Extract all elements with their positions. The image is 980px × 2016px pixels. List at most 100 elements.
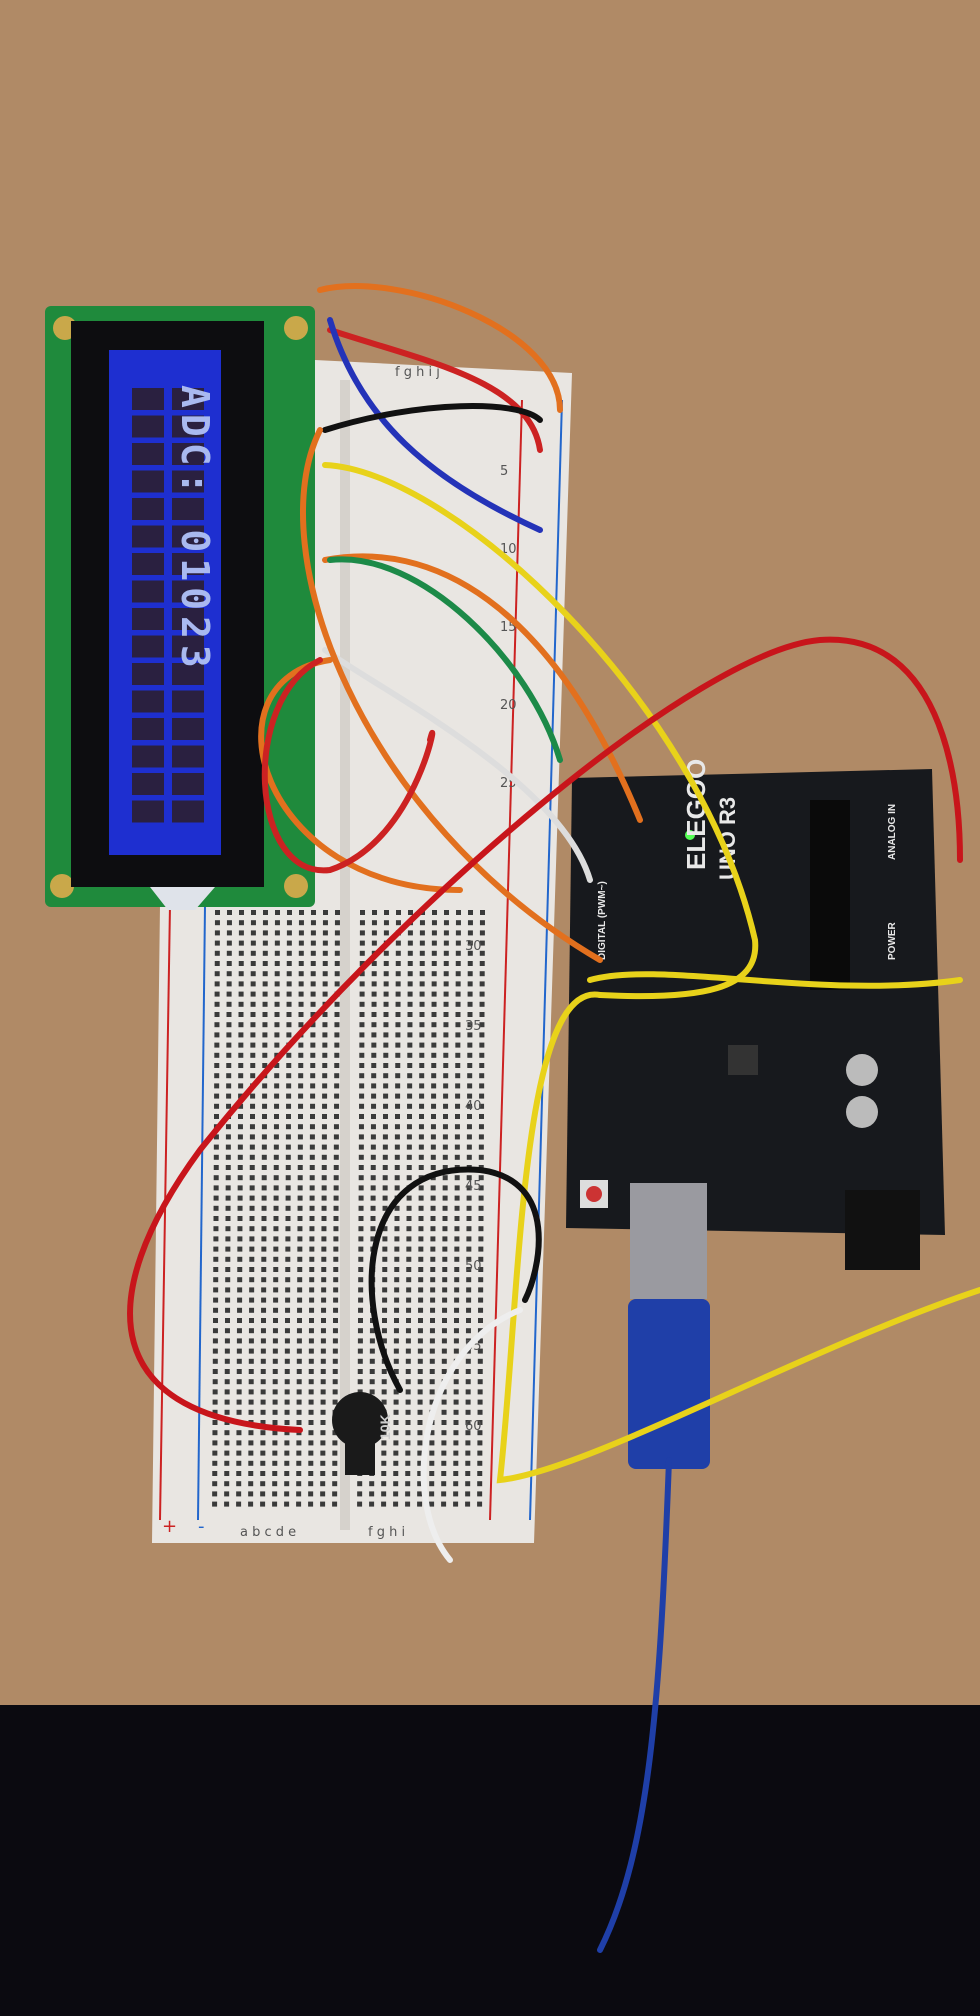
breadboard-hole (237, 1256, 243, 1262)
breadboard-hole (418, 1256, 424, 1262)
breadboard-hole (334, 950, 340, 956)
breadboard-hole (419, 940, 425, 946)
breadboard-hole (370, 1165, 376, 1170)
breadboard-hole (430, 1287, 436, 1293)
breadboard-hole (382, 1195, 388, 1201)
breadboard-hole (334, 1103, 340, 1109)
breadboard-hole (273, 1134, 279, 1140)
breadboard-hole (224, 1460, 230, 1466)
breadboard-hole (213, 1205, 219, 1211)
breadboard-hole (466, 1185, 472, 1191)
breadboard-hole (466, 1318, 471, 1323)
breadboard-hole (383, 1083, 389, 1089)
breadboard-hole (238, 1032, 244, 1038)
breadboard-hole (260, 1358, 266, 1364)
breadboard-hole (272, 1450, 278, 1456)
breadboard-hole (260, 1420, 266, 1425)
breadboard-hole (225, 1185, 231, 1191)
breadboard-hole (477, 1409, 483, 1415)
breadboard-hole (308, 1409, 314, 1415)
breadboard-hole (273, 1236, 279, 1242)
breadboard-hole (333, 1226, 339, 1232)
lcd-char-cell (172, 718, 204, 740)
breadboard-hole (442, 1154, 448, 1160)
breadboard-hole (261, 1246, 267, 1252)
breadboard-hole (224, 1450, 230, 1456)
breadboard-hole (274, 1001, 280, 1007)
breadboard-hole (477, 1501, 483, 1507)
breadboard-hole (322, 1083, 328, 1089)
breadboard-hole (394, 1267, 400, 1272)
breadboard-hole (454, 1256, 460, 1262)
breadboard-hole (227, 910, 232, 915)
breadboard-hole (405, 1328, 411, 1334)
breadboard-hole (333, 1256, 339, 1262)
breadboard-hole (333, 1236, 339, 1242)
breadboard-hole (298, 1012, 304, 1017)
breadboard-hole (480, 910, 485, 915)
breadboard-hole (418, 1297, 424, 1303)
breadboard-hole (382, 1144, 388, 1150)
breadboard-hole (467, 1022, 473, 1028)
breadboard-hole (369, 1369, 375, 1374)
breadboard-hole (212, 1399, 218, 1405)
breadboard-hole (441, 1430, 447, 1436)
breadboard-hole (442, 1318, 447, 1323)
breadboard-hole (260, 1389, 266, 1395)
breadboard-hole (261, 1287, 267, 1293)
breadboard-hole (455, 1114, 460, 1119)
breadboard-hole (465, 1328, 471, 1334)
breadboard-hole (286, 991, 292, 997)
breadboard-hole (381, 1379, 387, 1385)
breadboard-hole (479, 1052, 485, 1058)
breadboard-hole (407, 1042, 413, 1048)
breadboard-hole (405, 1420, 411, 1425)
breadboard-hole (334, 1114, 339, 1119)
breadboard-hole (224, 1409, 230, 1415)
breadboard-hole (298, 950, 304, 956)
breadboard-hole (286, 1001, 292, 1007)
breadboard-hole (407, 1073, 413, 1079)
breadboard-hole (477, 1338, 483, 1344)
breadboard-hole (394, 1124, 400, 1130)
breadboard-hole (322, 1073, 328, 1079)
breadboard-hole (225, 1175, 231, 1181)
breadboard-hole (284, 1328, 290, 1334)
label-power: POWER (887, 921, 898, 960)
breadboard-hole (322, 1063, 328, 1068)
breadboard-hole (226, 1001, 232, 1007)
breadboard-hole (320, 1369, 326, 1374)
breadboard-hole (260, 1460, 266, 1466)
breadboard-hole (273, 1307, 279, 1313)
breadboard-hole (358, 1154, 364, 1160)
arduino-uno-board: ELEGOO UNO R3 POWER ANALOG IN DIGITAL (P… (566, 759, 945, 1270)
breadboard-hole (310, 1052, 316, 1058)
breadboard-hole (393, 1409, 399, 1415)
row-number: 5 (500, 464, 508, 479)
breadboard-hole (406, 1318, 411, 1323)
breadboard-hole (478, 1287, 484, 1293)
breadboard-hole (382, 1134, 388, 1140)
breadboard-hole (272, 1440, 278, 1446)
breadboard-hole (383, 1093, 389, 1099)
breadboard-hole (407, 1114, 412, 1119)
breadboard-hole (213, 1277, 219, 1283)
breadboard-hole (309, 1195, 315, 1201)
breadboard-hole (260, 1430, 266, 1436)
breadboard-hole (442, 1277, 448, 1283)
breadboard-hole (443, 1114, 448, 1119)
breadboard-hole (430, 1165, 436, 1170)
breadboard-hole (383, 991, 389, 997)
breadboard-hole (249, 1124, 255, 1130)
breadboard-hole (260, 1399, 266, 1405)
breadboard-hole (417, 1328, 423, 1334)
breadboard-hole (299, 910, 304, 915)
breadboard-hole (453, 1440, 459, 1446)
potentiometer[interactable]: 10K (332, 1392, 393, 1475)
breadboard-hole (333, 1297, 339, 1303)
breadboard-hole (444, 910, 449, 915)
breadboard-hole (249, 1318, 254, 1323)
breadboard-hole (274, 940, 280, 946)
breadboard-hole (248, 1358, 254, 1364)
breadboard-hole (286, 1114, 291, 1119)
